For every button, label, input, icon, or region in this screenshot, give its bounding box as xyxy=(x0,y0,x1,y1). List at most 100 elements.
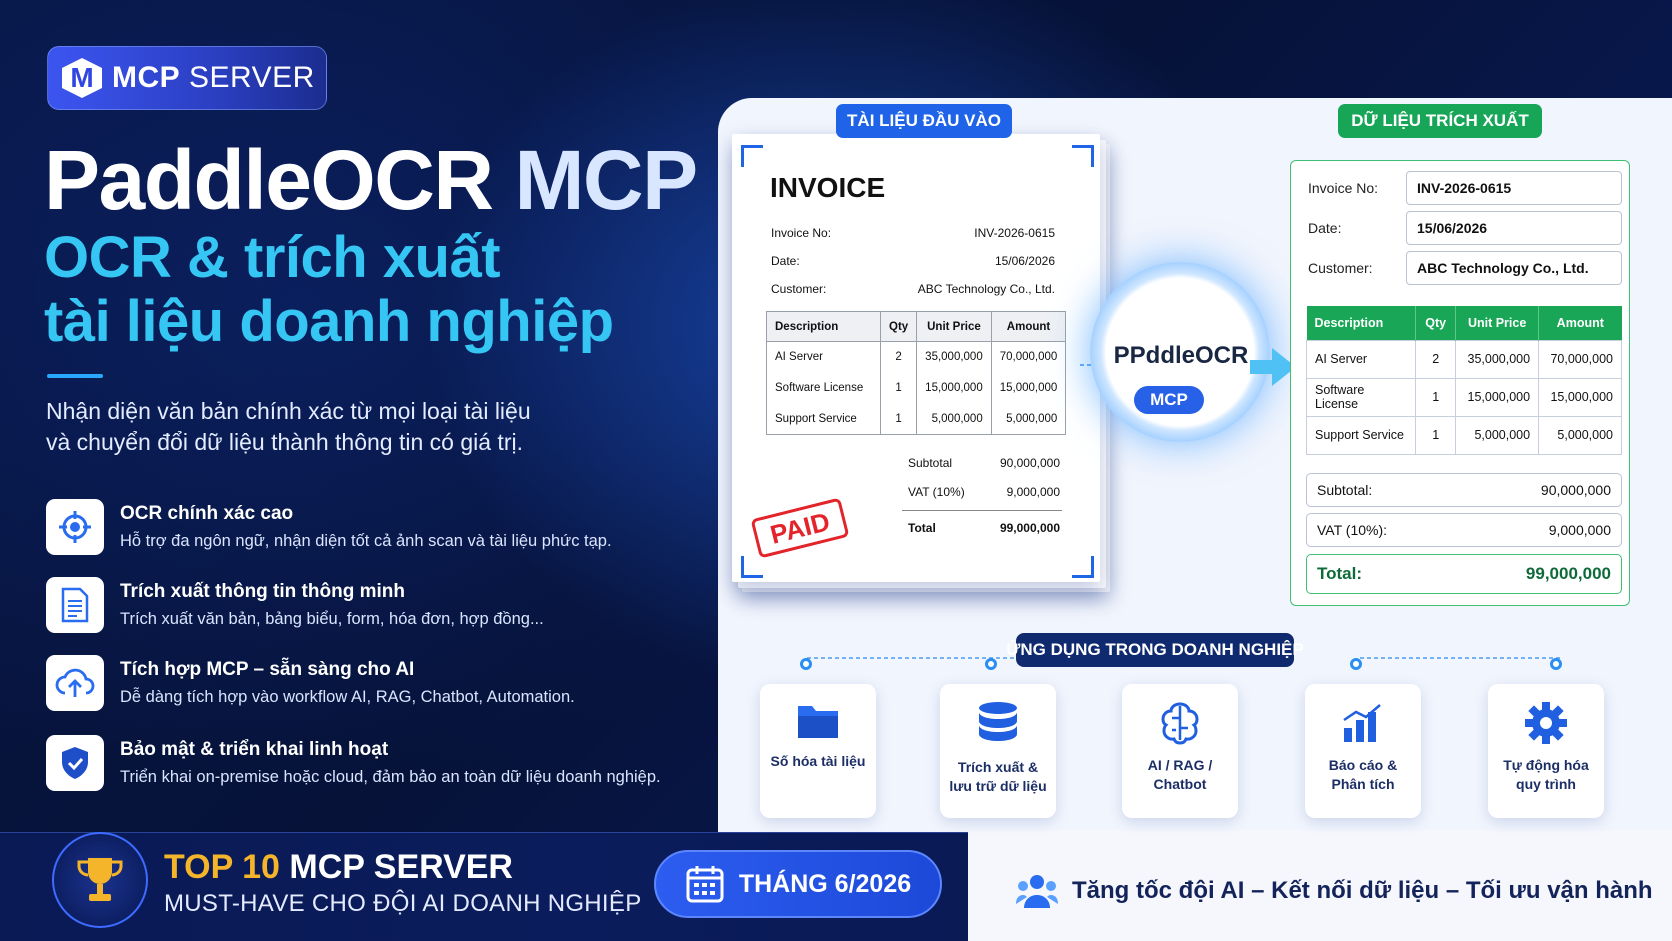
app-label: lưu trữ dữ liệu xyxy=(949,778,1047,794)
gear-icon xyxy=(1525,702,1567,744)
table-cell: 2 xyxy=(879,341,918,373)
paddleocr-logo: PPddleOCR xyxy=(1113,342,1249,369)
app-card: AI / RAG /Chatbot xyxy=(1122,684,1238,818)
table-header: Description Qty Unit Price Amount xyxy=(1306,306,1622,340)
table-cell: Software License xyxy=(766,372,881,404)
trophy-icon xyxy=(52,832,148,928)
table-cell: 1 xyxy=(1415,377,1457,417)
cloud-upload-icon xyxy=(46,655,104,711)
folder-icon xyxy=(798,706,838,738)
extracted-total: Total:99,000,000 xyxy=(1306,554,1622,594)
subtotal-value: 90,000,000 xyxy=(999,456,1060,470)
output-tag: DỮ LIỆU TRÍCH XUẤT xyxy=(1338,104,1542,138)
field-label: Date: xyxy=(1308,220,1342,236)
table-cell: 1 xyxy=(879,403,918,435)
app-label: quy trình xyxy=(1516,776,1576,792)
connector-dot xyxy=(985,658,997,670)
feature-desc: Triển khai on-premise hoặc cloud, đảm bả… xyxy=(120,768,661,786)
column-header: Qty xyxy=(1415,306,1457,340)
app-label: Phân tích xyxy=(1331,776,1395,792)
field-label: Invoice No: xyxy=(771,226,832,240)
table-cell: 2 xyxy=(1415,339,1457,379)
divider xyxy=(47,374,103,378)
connector-dot xyxy=(800,658,812,670)
month-pill: THÁNG 6/2026 xyxy=(654,850,942,918)
extracted-vat: VAT (10%): 9,000,000 xyxy=(1306,513,1622,547)
mcp-logo-icon: M xyxy=(62,58,102,98)
app-label: Báo cáo & xyxy=(1328,757,1398,773)
feature-title: Tích hợp MCP – sẵn sàng cho AI xyxy=(120,659,415,680)
invoice-table: Description Qty Unit Price Amount AI Ser… xyxy=(766,311,1067,435)
feature-title: Bảo mật & triển khai linh hoạt xyxy=(120,739,389,760)
badge-mcp: MCP xyxy=(112,61,181,94)
table-cell: 15,000,000 xyxy=(990,372,1067,404)
feature-desc: Trích xuất văn bản, bảng biểu, form, hóa… xyxy=(120,610,544,628)
connector-dot xyxy=(1350,658,1362,670)
app-card: Báo cáo & Phân tích xyxy=(1305,684,1421,818)
apps-tag: ỨNG DỤNG TRONG DOANH NGHIỆP xyxy=(1006,633,1304,667)
invoice-field: Invoice No: INV-2026-0615 xyxy=(771,226,1055,240)
column-header: Amount xyxy=(990,311,1067,342)
field-value: INV-2026-0615 xyxy=(974,226,1055,240)
calendar-icon xyxy=(686,866,724,903)
field-label: Invoice No: xyxy=(1308,180,1379,196)
app-label: AI / RAG / xyxy=(1147,757,1213,773)
tagline: Tăng tốc đội AI – Kết nối dữ liệu – Tối … xyxy=(1016,872,1653,910)
total-value: 99,000,000 xyxy=(999,521,1060,535)
invoice-field: Date:15/06/2026 xyxy=(771,254,1055,268)
field-value: ABC Technology Co., Ltd. xyxy=(1406,251,1622,285)
table-header: Description Qty Unit Price Amount xyxy=(766,311,1067,342)
invoice-vat: VAT (10%)9,000,000 xyxy=(908,485,1060,499)
mcp-server-badge: M MCP SERVER xyxy=(47,46,327,110)
table-cell: 1 xyxy=(879,372,918,404)
extracted-field: Customer:ABC Technology Co., Ltd. xyxy=(1308,250,1622,286)
table-cell: AI Server xyxy=(766,341,881,373)
table-cell: 70,000,000 xyxy=(1538,339,1622,379)
subtotal-label: Subtotal: xyxy=(1317,482,1373,498)
vat-label: VAT (10%): xyxy=(1317,522,1388,538)
column-header: Description xyxy=(1306,306,1417,340)
feature-desc: Dễ dàng tích hợp vào workflow AI, RAG, C… xyxy=(120,688,575,706)
title-accent: MCP xyxy=(514,133,698,227)
app-card: Trích xuất &lưu trữ dữ liệu xyxy=(940,684,1056,818)
scan-corner xyxy=(741,556,763,578)
field-value: INV-2026-0615 xyxy=(1406,171,1622,205)
bottom-right-panel xyxy=(968,830,1672,941)
subtitle-line1: OCR & trích xuất xyxy=(44,225,501,290)
input-tag: TÀI LIỆU ĐẦU VÀO xyxy=(836,104,1012,138)
top10-heading: TOP 10 MCP SERVER xyxy=(164,848,513,887)
mcp-pill: MCP xyxy=(1134,386,1204,414)
description-line2: và chuyển đổi dữ liệu thành thông tin có… xyxy=(46,429,523,455)
feature-title: Trích xuất thông tin thông minh xyxy=(120,581,405,602)
team-icon xyxy=(1016,875,1058,908)
app-card: Số hóa tài liệu xyxy=(760,684,876,818)
table-cell: 35,000,000 xyxy=(916,341,992,373)
table-cell: 15,000,000 xyxy=(1538,377,1622,417)
scan-corner xyxy=(1072,556,1094,578)
connector-dot xyxy=(1550,658,1562,670)
field-value: 15/06/2026 xyxy=(994,254,1055,268)
table-cell: 70,000,000 xyxy=(990,341,1067,373)
table-cell: 1 xyxy=(1415,415,1457,455)
description: Nhận diện văn bản chính xác từ mọi loại … xyxy=(46,396,666,458)
table-cell: 15,000,000 xyxy=(1455,377,1540,417)
vat-value: 9,000,000 xyxy=(1548,522,1611,538)
subtotal-value: 90,000,000 xyxy=(1540,482,1611,498)
title-main: PaddleOCR xyxy=(44,133,494,227)
database-icon xyxy=(979,702,1017,741)
feature-desc: Hỗ trợ đa ngôn ngữ, nhận diện tốt cả ảnh… xyxy=(120,532,612,550)
description-line1: Nhận diện văn bản chính xác từ mọi loại … xyxy=(46,398,531,424)
column-header: Unit Price xyxy=(1455,306,1540,340)
total-label: Total xyxy=(908,521,936,535)
brain-chip-icon xyxy=(1161,702,1199,745)
target-icon xyxy=(46,499,104,555)
app-label: Tự động hóa xyxy=(1503,757,1589,773)
total-divider xyxy=(902,510,1062,511)
total-label: Total: xyxy=(1317,564,1363,583)
subtotal-label: Subtotal xyxy=(908,456,953,470)
